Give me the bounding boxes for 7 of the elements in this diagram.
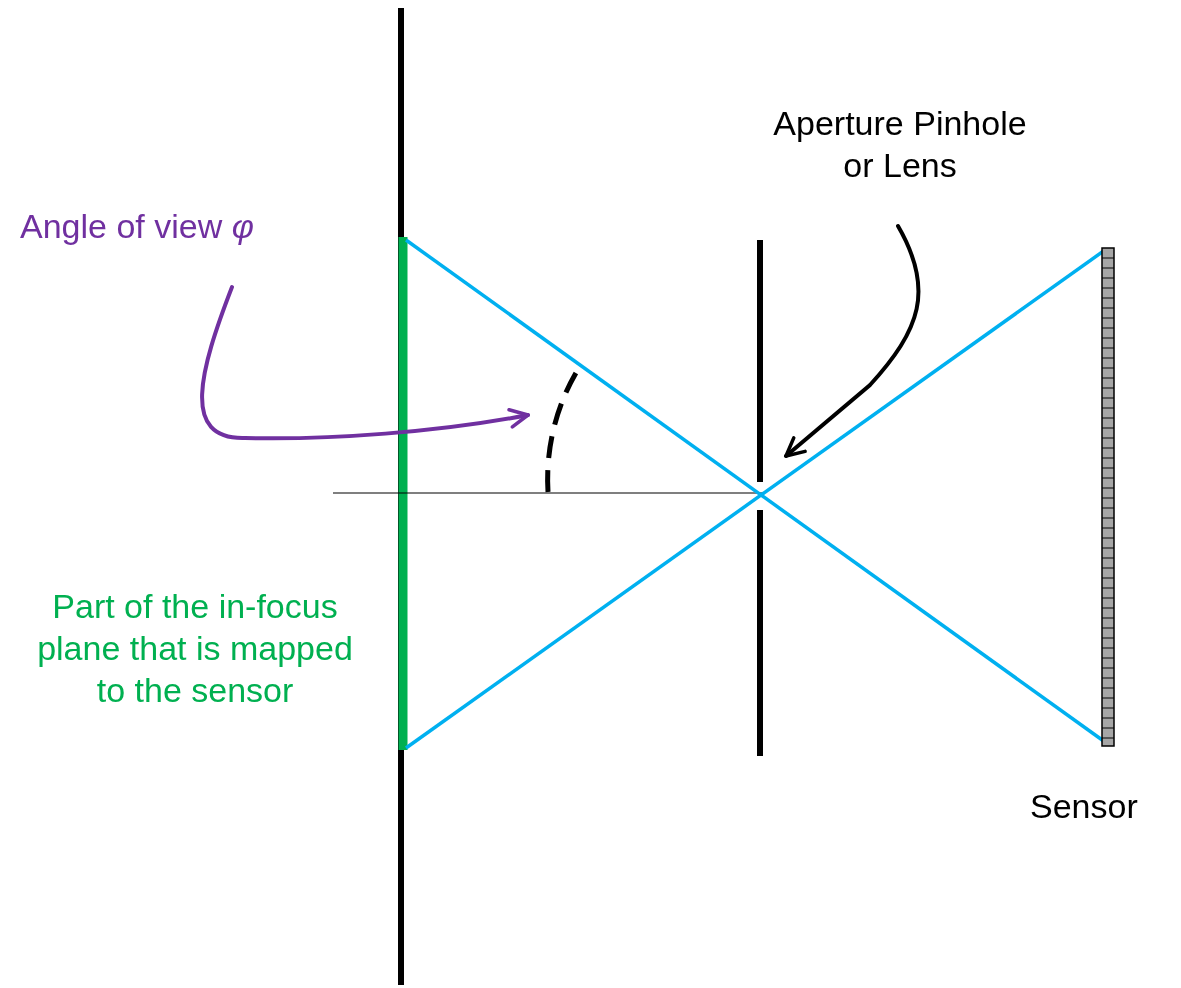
aperture-label: Aperture Pinhole or Lens [760,102,1040,186]
leader-arrow [200,285,530,441]
in-focus-plane-label: Part of the in-focus plane that is mapped to the sensor [36,586,354,711]
sensor-label: Sensor [1030,786,1139,827]
leader-arrow [784,224,921,458]
aperture-barrier [757,240,763,756]
angle-of-view-label: Angle of view φ [20,205,390,247]
